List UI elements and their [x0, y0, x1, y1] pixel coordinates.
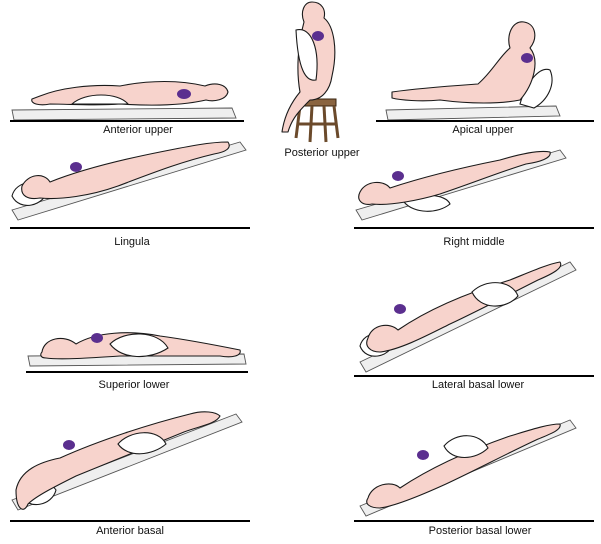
drainage-spot — [392, 171, 404, 181]
caption-lingula: Lingula — [114, 236, 150, 248]
drainage-spot — [177, 89, 191, 99]
body-figure — [366, 261, 562, 353]
caption-superior-lower: Superior lower — [98, 379, 170, 391]
abdomen-pillow — [109, 333, 169, 358]
tilt-board — [359, 261, 577, 373]
panel-anterior-basal — [10, 411, 250, 522]
caption-lateral-basal-lower: Lateral basal lower — [431, 379, 525, 391]
drainage-spot — [394, 304, 406, 314]
panel-posterior-basal-lower — [354, 419, 594, 522]
drainage-spot — [91, 333, 103, 343]
chair-back-pillow — [295, 29, 318, 81]
panel-lateral-basal-lower — [354, 261, 594, 377]
body-figure — [366, 423, 561, 509]
body-figure — [31, 80, 229, 106]
drainage-spot — [417, 450, 429, 460]
panel-right-middle — [354, 149, 594, 229]
waist-pillow — [471, 282, 519, 307]
caption-apical-upper: Apical upper — [452, 124, 514, 136]
hip-pillow — [443, 435, 489, 459]
panel-apical-upper — [376, 21, 594, 122]
caption-anterior-upper: Anterior upper — [103, 124, 173, 136]
panel-superior-lower — [26, 332, 248, 373]
tilt-board — [11, 107, 237, 121]
caption-posterior-upper: Posterior upper — [284, 147, 360, 159]
panel-lingula — [10, 141, 250, 229]
drainage-spot — [70, 162, 82, 172]
body-figure — [21, 141, 230, 200]
body-figure — [15, 411, 221, 510]
tilt-board — [385, 105, 561, 121]
caption-anterior-basal: Anterior basal — [96, 525, 164, 537]
drainage-spot — [63, 440, 75, 450]
drainage-spot — [521, 53, 533, 63]
caption-right-middle: Right middle — [443, 236, 505, 248]
panel-posterior-upper — [281, 1, 340, 143]
caption-posterior-basal-lower: Posterior basal lower — [428, 525, 532, 537]
body-figure — [358, 150, 551, 205]
drainage-spot — [312, 31, 324, 41]
body-figure — [391, 21, 536, 104]
knee-pillow — [117, 432, 167, 455]
knee-pillow — [70, 94, 130, 105]
panel-anterior-upper — [10, 80, 244, 122]
